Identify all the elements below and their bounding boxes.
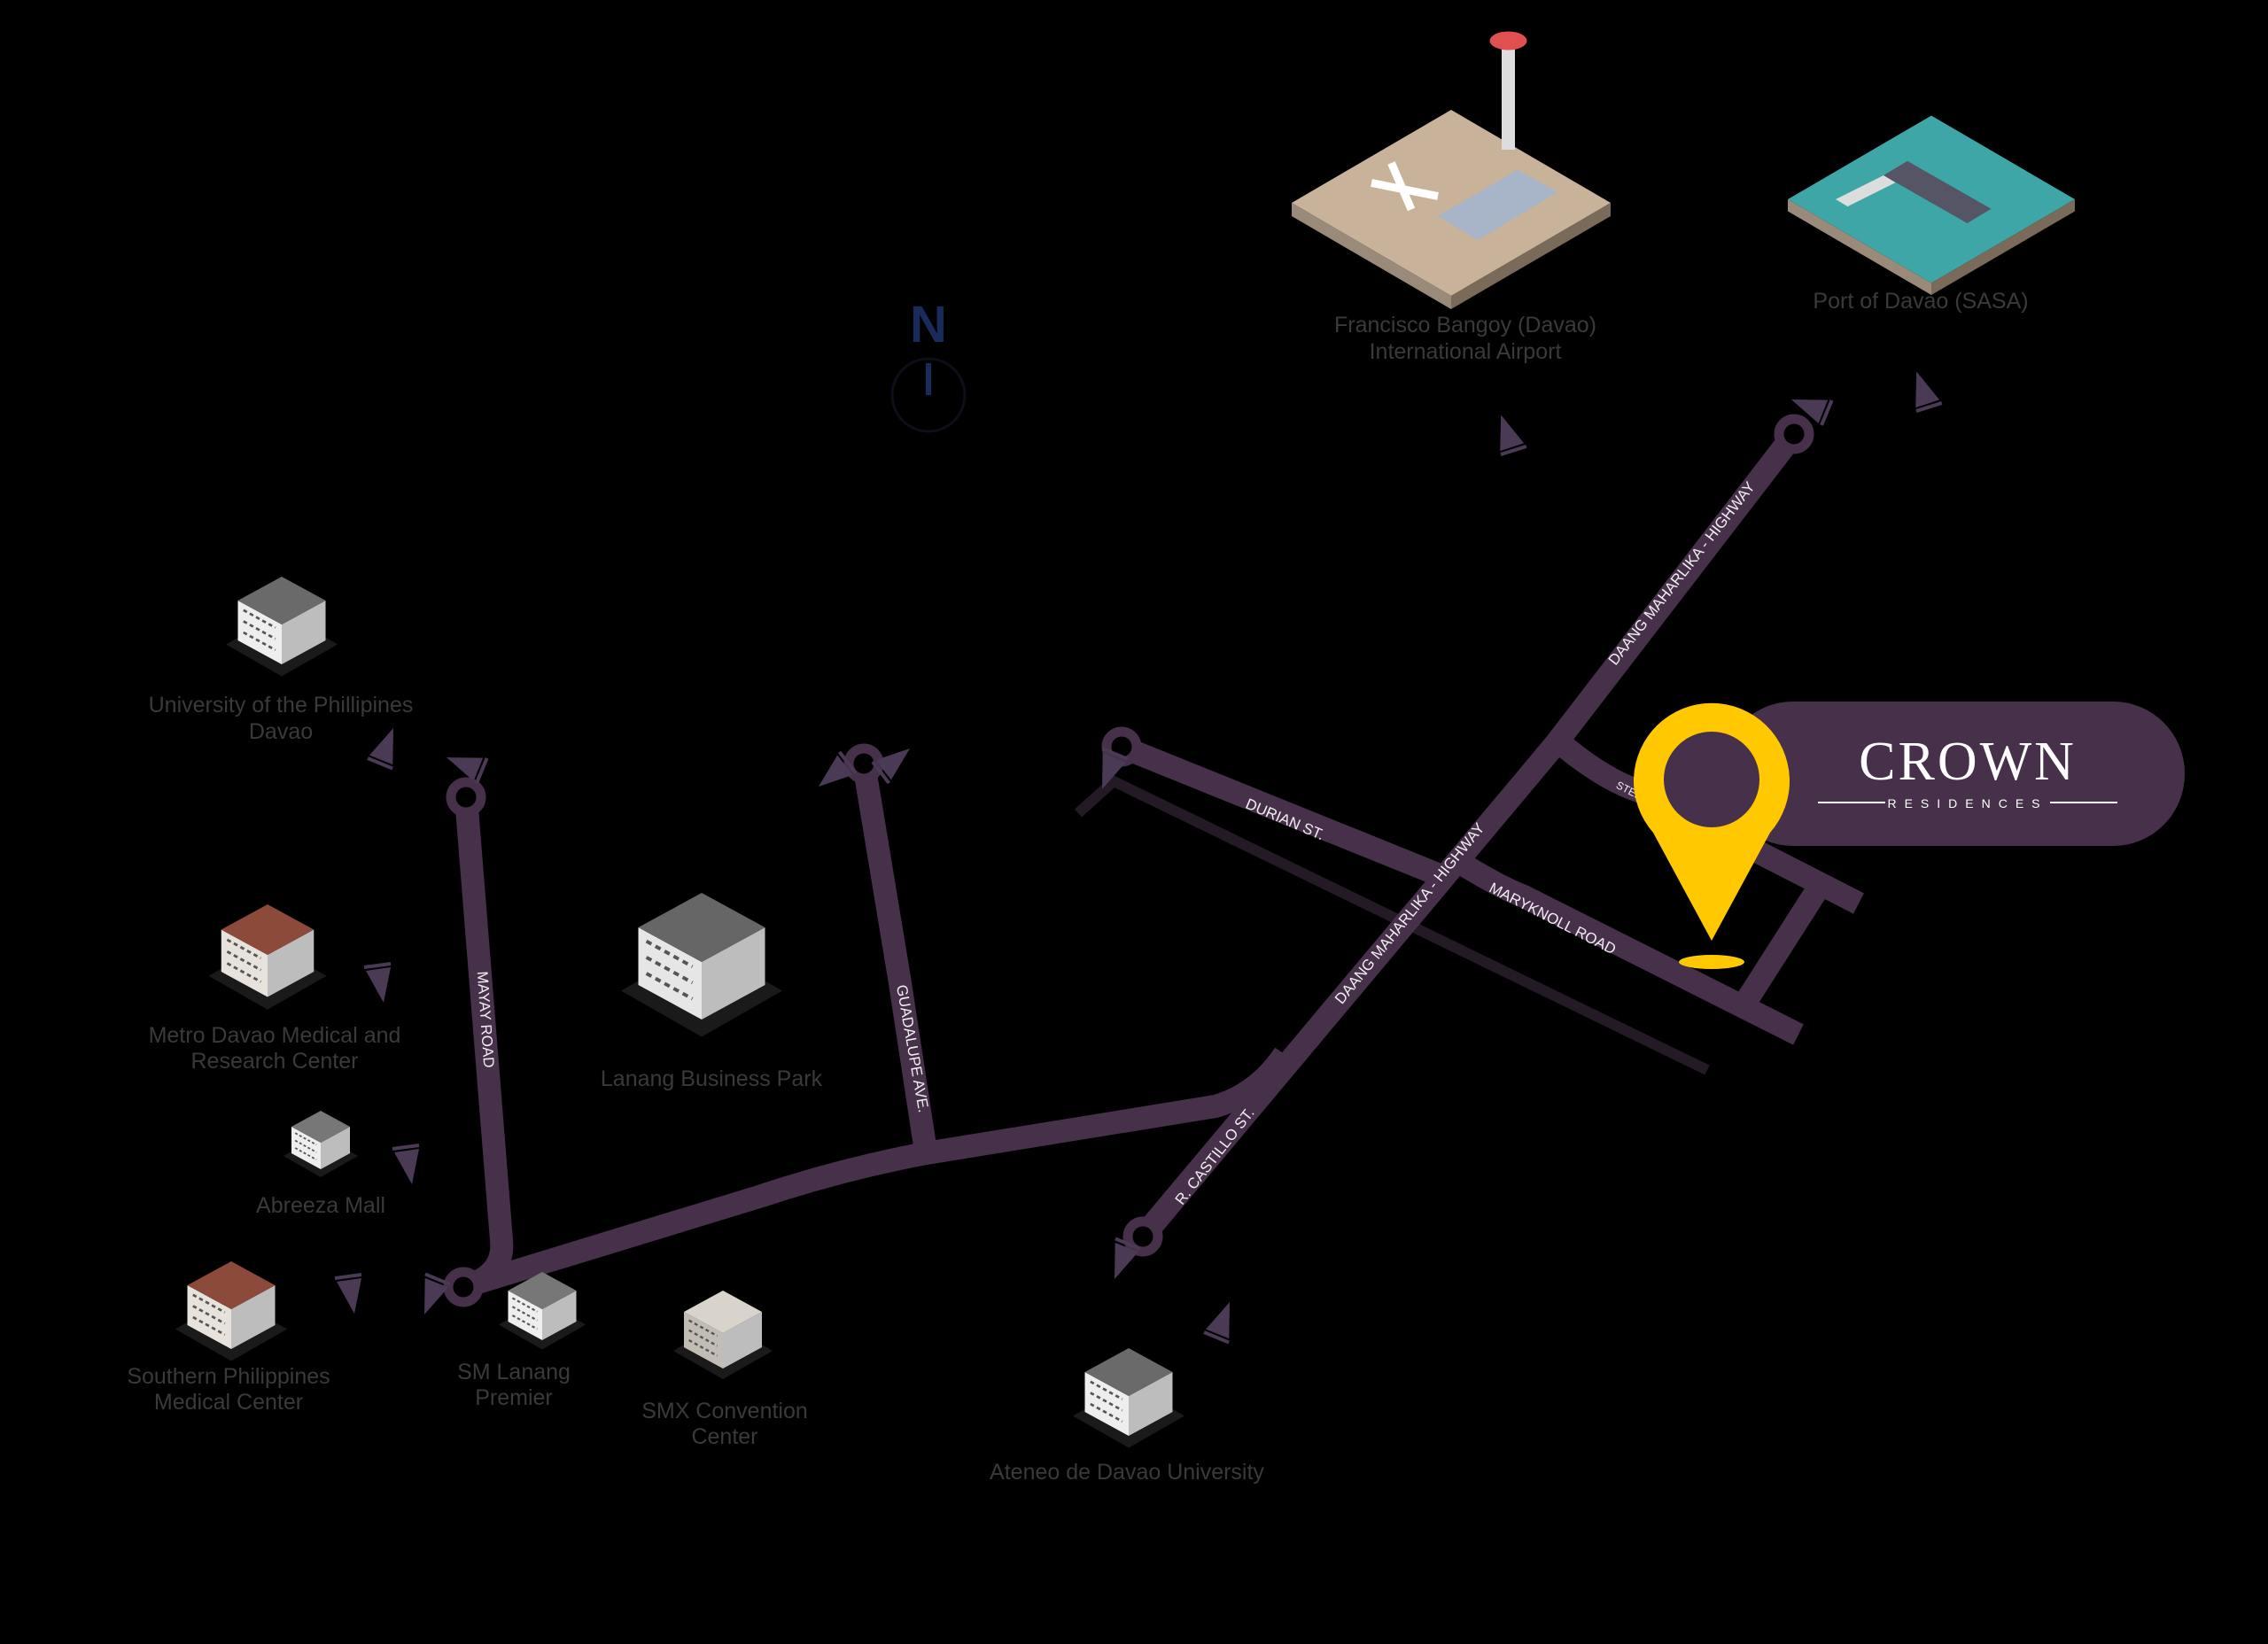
direction-arrow-icon	[818, 750, 858, 787]
mall-building-icon	[284, 1111, 358, 1177]
direction-arrow-icon	[1203, 1301, 1230, 1345]
direction-arrow-icon	[334, 1273, 362, 1314]
road-guadalupe	[852, 761, 937, 1153]
direction-arrow-icon	[363, 962, 392, 1003]
hospital-building-icon	[175, 1261, 287, 1361]
direction-arrow-icon	[367, 727, 393, 771]
office-building-icon	[621, 893, 782, 1037]
direction-arrow-icon	[1102, 747, 1129, 790]
hospital-building-icon	[208, 904, 327, 1010]
brand-badge	[1721, 702, 2185, 846]
road-maryknoll	[1456, 853, 1804, 1045]
landmark-labels: Francisco Bangoy (Davao) International A…	[127, 289, 2028, 1485]
landmark-label: Francisco Bangoy (Davao)	[1334, 313, 1596, 337]
landmark-label: Metro Davao Medical and	[149, 1023, 401, 1048]
university-building-icon	[1073, 1348, 1184, 1448]
road-end-node	[1774, 414, 1814, 454]
landmark-label: Research Center	[191, 1049, 359, 1074]
street-label-highway-upper: DAANG MAHARLIKA - HIGHWAY	[1605, 478, 1759, 668]
road-main-east-west	[460, 1047, 1294, 1299]
convention-building-icon	[673, 1291, 773, 1379]
road-end-node	[443, 1267, 484, 1307]
landmark-label: SMX Convention	[641, 1399, 808, 1423]
direction-arrow-icon	[1915, 371, 1943, 413]
landmark-label: Port of Davao (SASA)	[1813, 289, 2028, 314]
direction-arrow-icon	[392, 1144, 420, 1184]
airport-icon	[1292, 31, 1611, 309]
direction-arrow-icon	[1115, 1237, 1141, 1280]
landmark-label: Lanang Business Park	[601, 1066, 823, 1091]
brand-tagline: RESIDENCES	[1887, 796, 2047, 810]
road-end-node	[446, 777, 486, 818]
landmark-label: Ateneo de Davao University	[990, 1460, 1264, 1485]
pin-shadow	[1679, 955, 1744, 969]
mall-building-icon	[499, 1272, 586, 1350]
direction-arrow-icon	[1790, 399, 1834, 426]
landmark-label: Abreeza Mall	[256, 1193, 385, 1218]
landmark-label: SM Lanang	[457, 1360, 571, 1384]
direction-arrow-icon	[1500, 415, 1527, 456]
north-indicator: N	[890, 296, 967, 433]
road-endpoints	[443, 414, 1814, 1307]
compass-circle	[890, 357, 967, 433]
landmark-label: Southern Philippines	[127, 1364, 330, 1389]
landmark-buildings	[175, 31, 2075, 1448]
landmark-label: Davao	[249, 719, 313, 744]
road-connector	[1734, 887, 1825, 1012]
road-secondary	[1074, 774, 1710, 1075]
landmark-label: University of the Phillipines	[149, 693, 414, 717]
direction-arrow-icon	[424, 1272, 451, 1315]
direction-arrows	[334, 371, 1943, 1345]
direction-arrow-icon	[871, 748, 911, 785]
direction-arrow-icon	[446, 757, 489, 784]
roads	[454, 427, 1864, 1299]
landmark-label: Medical Center	[154, 1390, 303, 1415]
port-icon	[1788, 115, 2075, 295]
landmark-label: International Airport	[1370, 339, 1562, 364]
north-letter: N	[910, 296, 947, 353]
street-label-maryknoll: MARYKNOLL ROAD	[1487, 880, 1619, 958]
university-building-icon	[226, 577, 338, 677]
landmark-label: Premier	[475, 1385, 553, 1410]
crown-residences-marker[interactable]: CROWN RESIDENCES	[1633, 702, 2185, 969]
pin-center	[1664, 732, 1759, 827]
road-end-node	[1122, 1216, 1163, 1257]
landmark-label: Center	[691, 1424, 757, 1449]
brand-name: CROWN	[1859, 732, 2077, 792]
road-durian	[1117, 735, 1449, 888]
